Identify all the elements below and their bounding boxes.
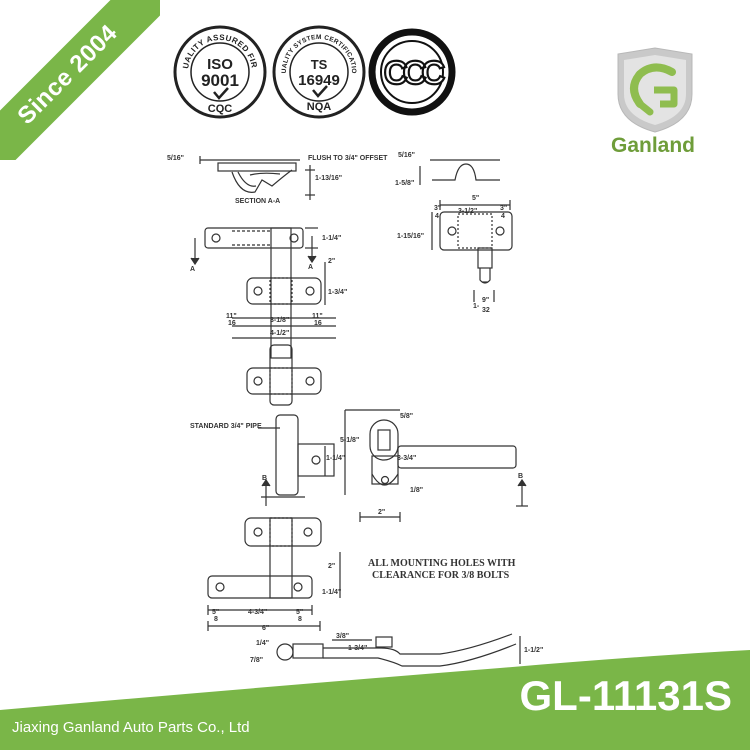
dim-label: FLUSH TO 3/4" OFFSET xyxy=(308,155,388,162)
dim-label: 11" xyxy=(226,313,237,320)
dim-label: 1-15/16" xyxy=(397,233,424,240)
dim-label: 1-1/4" xyxy=(322,589,341,596)
dim-label: 1/4" xyxy=(256,640,269,647)
dim-label: 4-3/4" xyxy=(248,609,267,616)
dim-label: 1-3/4" xyxy=(328,289,347,296)
dim-label: 5" xyxy=(296,609,303,616)
ccc-text: CCC xyxy=(384,54,445,91)
dim-label: 2" xyxy=(328,258,335,265)
dim-label: 8 xyxy=(298,616,302,623)
dim-label: 3-3/4" xyxy=(397,455,416,462)
dim-label: 6" xyxy=(262,625,269,632)
drawing-svg: 5/16" FLUSH TO 3/4" OFFSET 5/16" 1-13/16… xyxy=(167,152,543,667)
dim-label: 3" xyxy=(434,205,441,212)
dim-label: SECTION A-A xyxy=(235,198,280,205)
dim-label: 2" xyxy=(378,509,385,516)
cqc-line1: ISO xyxy=(207,56,233,73)
dim-label: STANDARD 3/4" PIPE xyxy=(190,423,262,430)
dim-label: 4 xyxy=(435,213,439,220)
dim-label: 3-1/8" xyxy=(270,317,289,324)
nqa-line2: 16949 xyxy=(298,72,340,89)
dim-label: 16 xyxy=(314,320,322,327)
ganland-logo-icon xyxy=(610,44,700,134)
dim-label: B xyxy=(262,475,267,482)
dim-label: 1-1/2" xyxy=(524,647,543,654)
company-name: Jiaxing Ganland Auto Parts Co., Ltd xyxy=(12,719,250,736)
dim-label: 3/8" xyxy=(336,633,349,640)
model-number: GL-11131S xyxy=(519,672,732,719)
dim-label: 5-1/8" xyxy=(340,437,359,444)
dim-label: 1- xyxy=(473,303,480,310)
dim-label: A xyxy=(190,266,195,273)
dim-label: 1/8" xyxy=(410,487,423,494)
nqa-line1: TS xyxy=(311,57,328,72)
dim-label: 1-1/4" xyxy=(326,455,345,462)
dim-label: 9" xyxy=(482,297,489,304)
note-line-1: ALL MOUNTING HOLES WITH xyxy=(368,558,516,569)
dim-label: A xyxy=(308,264,313,271)
dim-label: 4-1/2" xyxy=(270,330,289,337)
nqa-certification-seal: QUALITY SYSTEM CERTIFICATION TS 16949 NQ… xyxy=(271,24,367,120)
cqc-certification-seal: QUALITY ASSURED FIRM ISO 9001 CQC xyxy=(172,24,268,120)
ribbon-text: Since 2004 xyxy=(12,19,123,130)
dim-label: 1-1/4" xyxy=(322,235,341,242)
ccc-certification-seal: CCC xyxy=(368,28,456,116)
nqa-bottom-text: NQA xyxy=(307,101,332,113)
dim-label: 11" xyxy=(312,313,323,320)
corner-ribbon: Since 2004 xyxy=(0,0,160,160)
dim-label: 5/16" xyxy=(398,152,415,159)
dim-label: 5" xyxy=(472,195,479,202)
dim-label: 3-1/2" xyxy=(458,208,477,215)
technical-drawing: 5/16" FLUSH TO 3/4" OFFSET 5/16" 1-13/16… xyxy=(150,140,600,670)
dim-label: 16 xyxy=(228,320,236,327)
dim-label: 5/16" xyxy=(167,155,184,162)
dim-label: 8 xyxy=(214,616,218,623)
dim-label: 5/8" xyxy=(400,413,413,420)
ribbon-band: Since 2004 xyxy=(0,0,160,160)
dim-label: 2" xyxy=(328,563,335,570)
dim-label: 4 xyxy=(501,213,505,220)
dim-label: B xyxy=(518,473,523,480)
note-line-2: CLEARANCE FOR 3/8 BOLTS xyxy=(372,570,510,581)
footer-band xyxy=(0,650,750,750)
dim-label: 3" xyxy=(500,205,507,212)
brand-name: Ganland xyxy=(611,134,696,157)
dim-label: 1-5/8" xyxy=(395,180,414,187)
dim-label: 1-13/16" xyxy=(315,175,342,182)
cqc-bottom-text: CQC xyxy=(208,103,233,115)
dim-label: 1-3/4" xyxy=(348,645,367,652)
dim-label: 7/8" xyxy=(250,657,263,664)
cqc-line2: 9001 xyxy=(201,71,239,90)
dim-label: 5" xyxy=(212,609,219,616)
dim-label: 32 xyxy=(482,307,490,314)
